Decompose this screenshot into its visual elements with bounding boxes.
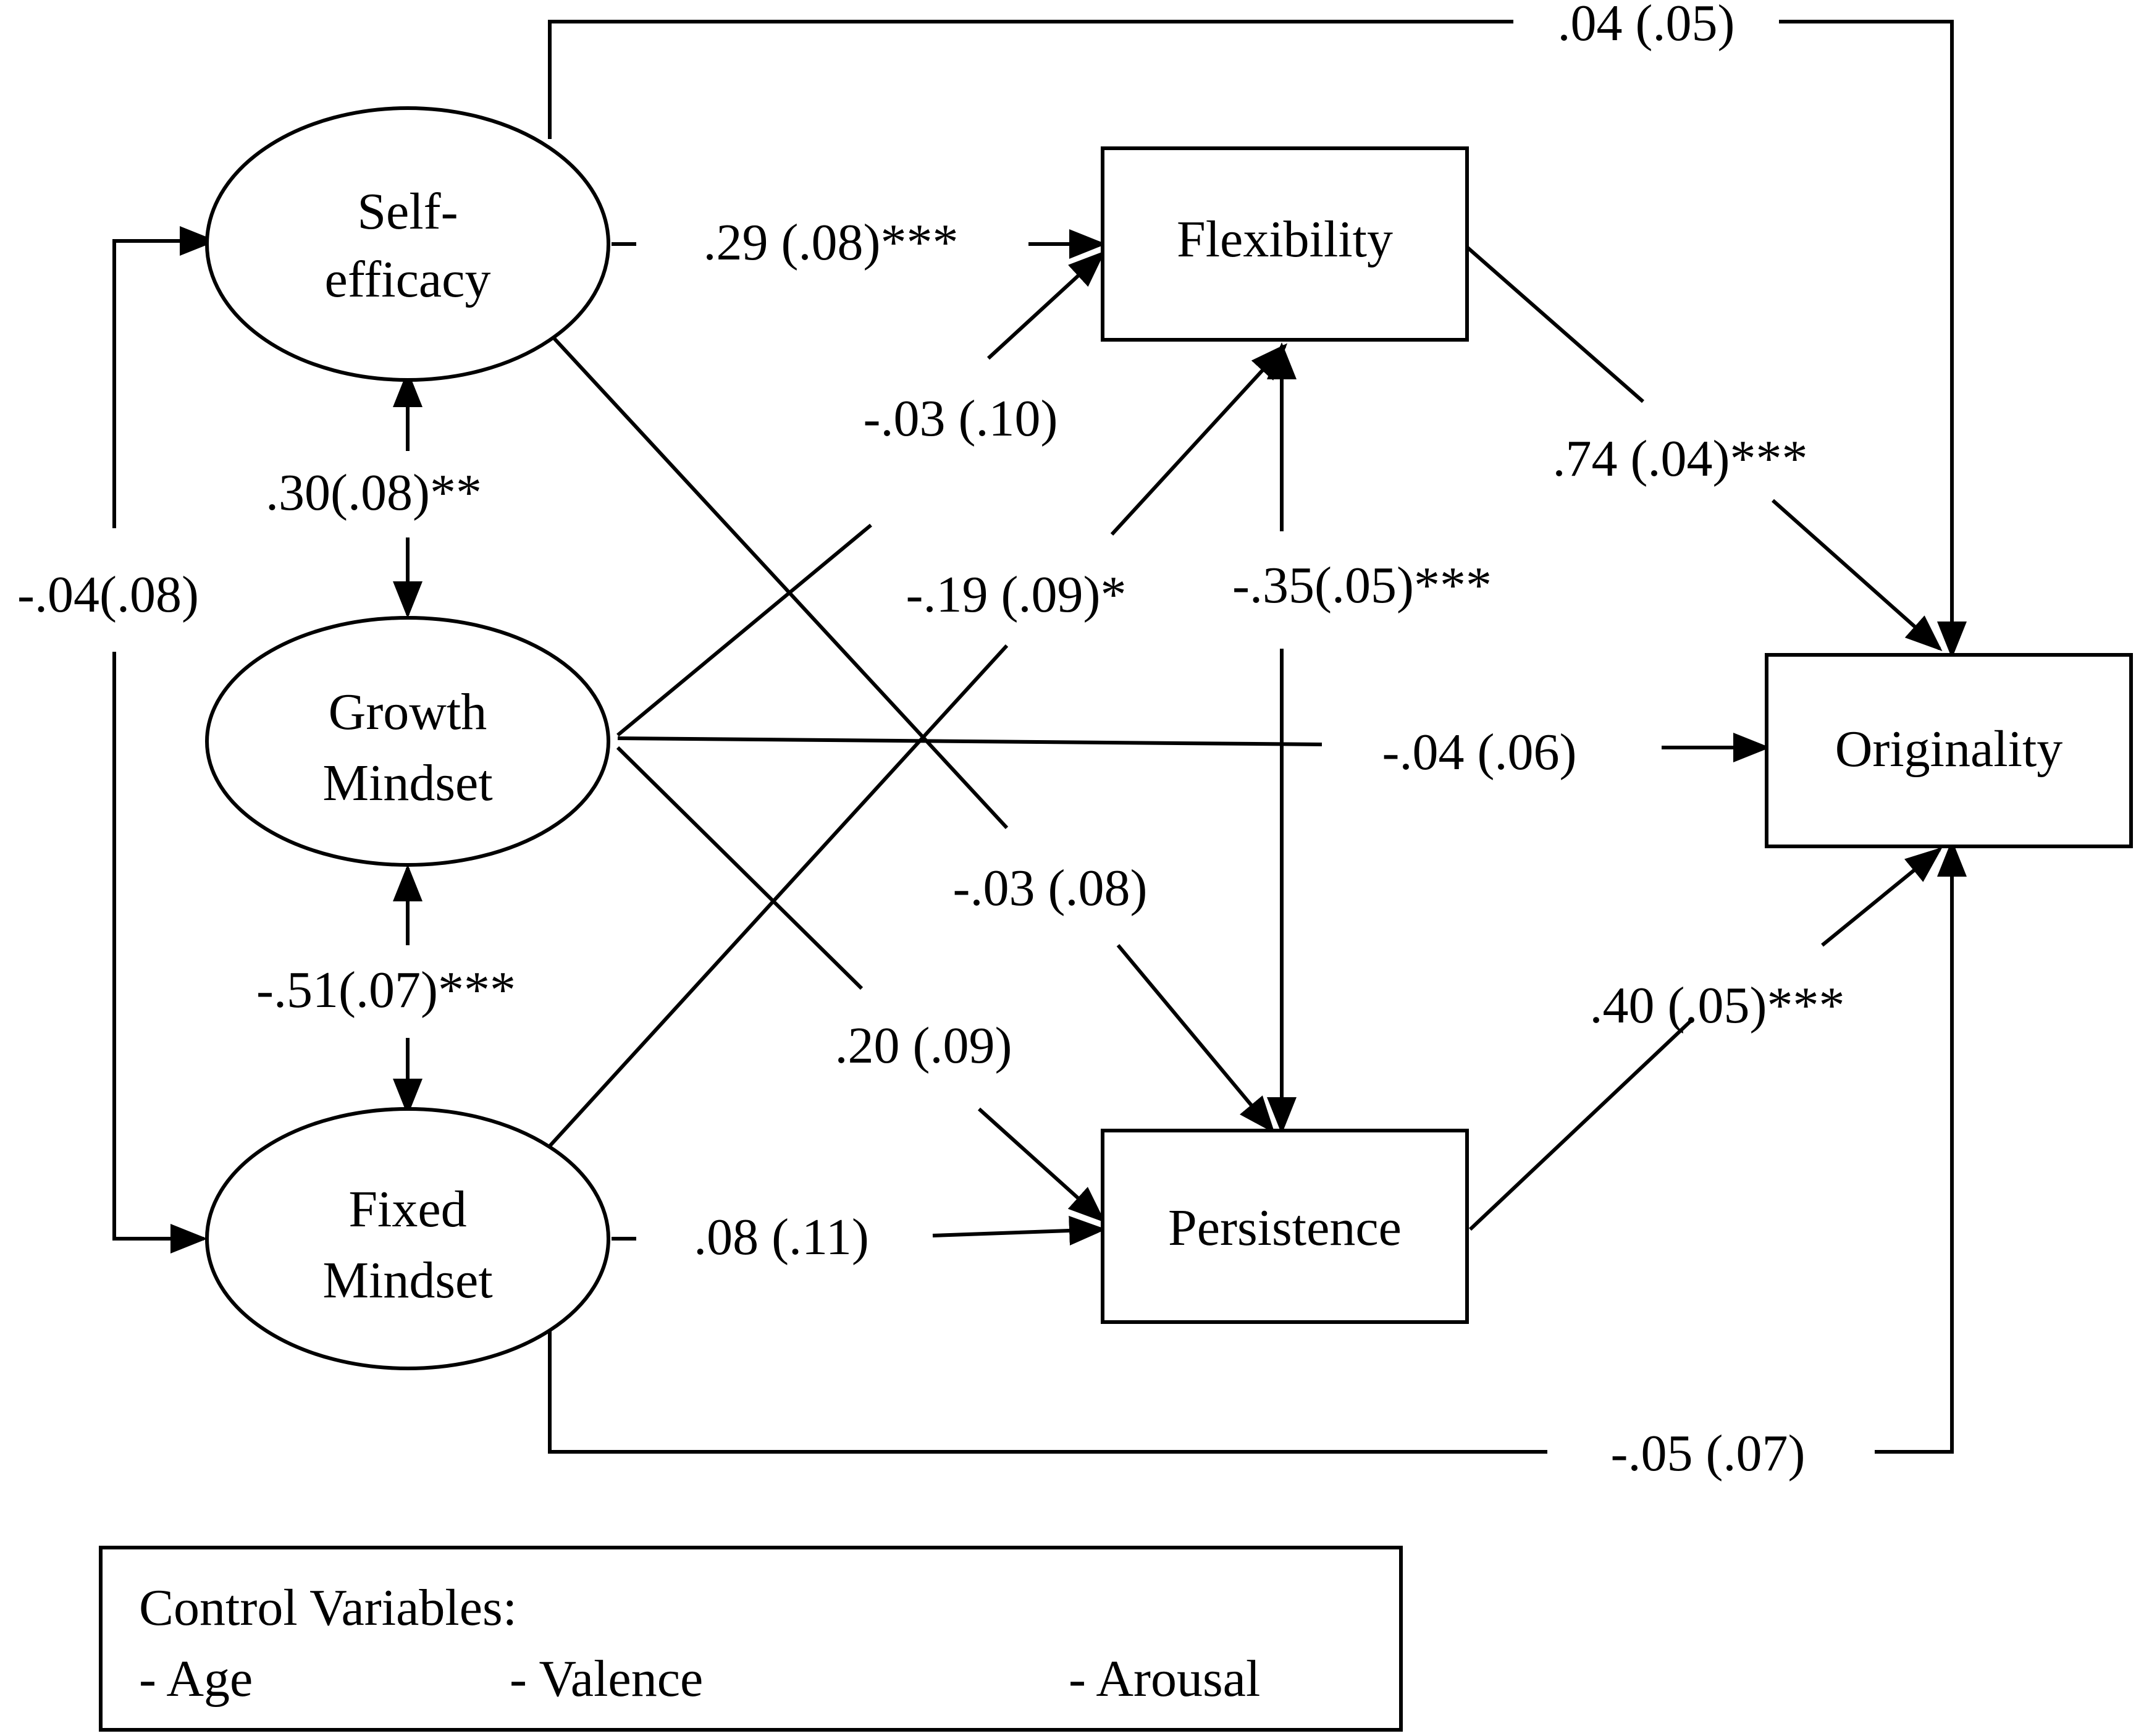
label-self-efficacy-2: efficacy [325, 251, 491, 308]
control-item-arousal: - Arousal [1069, 1650, 1260, 1708]
coef-fm-flex: -.19 (.09)* [906, 566, 1127, 623]
coef-se-pers: -.03 (.08) [953, 859, 1148, 917]
label-flexibility: Flexibility [1177, 211, 1393, 268]
arrow-fm-flex-a [548, 644, 1009, 1148]
coef-flex-orig: .74 (.04)*** [1553, 430, 1808, 487]
node-growth-mindset [205, 616, 610, 867]
label-growth-mindset-1: Growth [329, 683, 487, 741]
arrow-flex-orig-a [1466, 245, 1644, 403]
label-persistence: Persistence [1168, 1199, 1402, 1257]
arrow-gm-pers-b [977, 1107, 1106, 1223]
arrow-se-pers-b [1116, 944, 1275, 1134]
coef-se-flex: .29 (.08)*** [704, 214, 959, 271]
arrow-gm-flex-b [986, 250, 1106, 360]
controls-title: Control Variables: [139, 1579, 517, 1637]
coef-fm-pers: .08 (.11) [694, 1208, 869, 1266]
coef-fm-orig: -.05 (.07) [1611, 1425, 1806, 1482]
node-flexibility [1101, 146, 1469, 342]
label-originality: Originality [1835, 720, 2063, 778]
node-originality [1765, 653, 2133, 848]
coef-gm-pers: .20 (.09) [835, 1017, 1012, 1074]
coef-gm-orig: -.04 (.06) [1382, 723, 1577, 781]
label-growth-mindset-2: Mindset [322, 754, 492, 812]
arrow-pers-orig-b [1821, 847, 1943, 947]
arrow-se-pers-a [548, 332, 1009, 830]
coef-pers-orig: .40 (.05)*** [1590, 977, 1845, 1034]
node-persistence [1101, 1129, 1469, 1324]
label-fixed-mindset-1: Fixed [348, 1181, 466, 1238]
coef-se-gm: .30(.08)** [266, 464, 482, 521]
arrow-fm-pers-b [932, 1215, 1106, 1245]
arrow-gm-flex-a [616, 523, 872, 737]
node-fixed-mindset [205, 1107, 610, 1370]
arrow-fm-orig [548, 1331, 1547, 1454]
coef-se-orig: .04 (.05) [1558, 0, 1735, 52]
arrow-pers-orig-a [1468, 1018, 1694, 1231]
arrow-fm-flex-b [1110, 343, 1288, 536]
arrow-left-se [112, 226, 217, 528]
control-item-valence: - Valence [510, 1650, 703, 1708]
control-variables-box [99, 1546, 1403, 1732]
coef-pers-flex: -.35(.05)*** [1232, 557, 1492, 614]
control-item-age: - Age [139, 1650, 253, 1708]
arrow-left-fm [112, 652, 208, 1254]
coef-se-fm: -.04(.08) [17, 566, 199, 623]
arrow-fm-orig-end [1875, 840, 1967, 1454]
label-fixed-mindset-2: Mindset [322, 1252, 492, 1309]
node-self-efficacy [205, 106, 610, 382]
label-self-efficacy-1: Self- [357, 183, 458, 240]
coef-gm-flex: -.03 (.10) [864, 390, 1058, 447]
arrow-se-orig [548, 20, 1513, 139]
arrow-gm-pers-a [616, 746, 864, 990]
arrow-flex-orig-b [1772, 499, 1943, 651]
coef-gm-fm: -.51(.07)*** [256, 961, 516, 1019]
arrow-se-orig-end [1779, 20, 1967, 659]
arrow-gm-orig-a [617, 736, 1322, 746]
